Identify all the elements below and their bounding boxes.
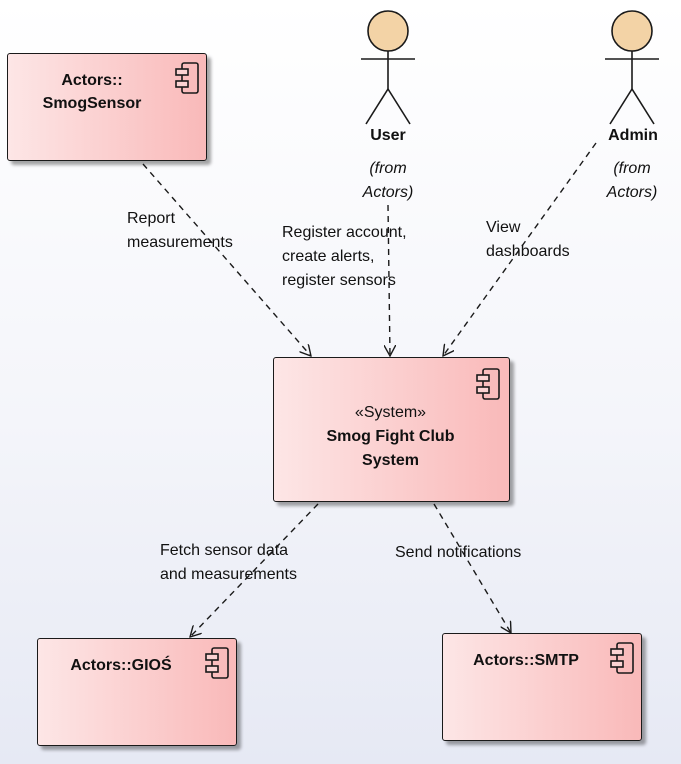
actor-user-from: (from Actors)	[348, 157, 428, 205]
actor-admin-from-line2: Actors)	[606, 184, 658, 201]
component-smog-sensor[interactable]: Actors:: SmogSensor	[7, 53, 207, 161]
connector-report-label: Report measurements	[127, 207, 233, 255]
component-icon	[175, 62, 199, 94]
component-smtp[interactable]: Actors::SMTP	[442, 633, 642, 741]
connector-report-line1: Report	[127, 210, 176, 227]
connector-register-line2: create alerts,	[282, 248, 375, 265]
component-system-line2: System	[362, 452, 419, 469]
actor-user-name: User	[370, 127, 406, 144]
component-smog-sensor-line1: Actors::	[61, 72, 123, 89]
component-system[interactable]: «System» Smog Fight Club System	[273, 357, 510, 502]
connector-register-label: Register account, create alerts, registe…	[282, 221, 407, 293]
actor-admin-head	[611, 10, 653, 52]
component-gios[interactable]: Actors::GIOŚ	[37, 638, 237, 746]
component-smog-sensor-line2: SmogSensor	[42, 95, 142, 112]
connector-fetch-line2: and measurements	[160, 566, 297, 583]
actor-admin-from-line1: (from	[613, 160, 651, 177]
actor-user-from-line2: Actors)	[362, 184, 414, 201]
component-gios-name: Actors::GIOŚ	[70, 657, 172, 674]
component-system-stereotype: «System»	[354, 404, 427, 421]
connector-register	[388, 204, 390, 356]
connector-view-label: View dashboards	[486, 216, 570, 264]
connector-view-line1: View	[486, 219, 521, 236]
component-icon	[476, 368, 500, 400]
connector-report	[142, 163, 311, 356]
connector-send-line1: Send notifications	[395, 544, 522, 561]
connector-fetch	[190, 503, 319, 637]
component-system-line1: Smog Fight Club	[326, 428, 455, 445]
connector-report-line2: measurements	[127, 234, 233, 251]
component-smtp-name: Actors::SMTP	[473, 652, 579, 669]
component-icon	[205, 647, 229, 679]
connector-send	[433, 503, 511, 633]
actor-admin-from: (from Actors)	[592, 157, 672, 205]
actor-user-from-line1: (from	[369, 160, 407, 177]
actor-user-head	[367, 10, 409, 52]
connector-send-label: Send notifications	[395, 541, 521, 565]
connector-view-line2: dashboards	[486, 243, 570, 260]
component-icon	[610, 642, 634, 674]
actor-admin-figure-icon	[605, 10, 659, 125]
connector-register-line1: Register account,	[282, 224, 407, 241]
actor-user-figure-icon	[361, 10, 415, 125]
actor-admin-name: Admin	[608, 127, 658, 144]
connector-fetch-line1: Fetch sensor data	[160, 542, 289, 559]
connector-fetch-label: Fetch sensor data and measurements	[160, 539, 297, 587]
connector-register-line3: register sensors	[282, 272, 396, 289]
